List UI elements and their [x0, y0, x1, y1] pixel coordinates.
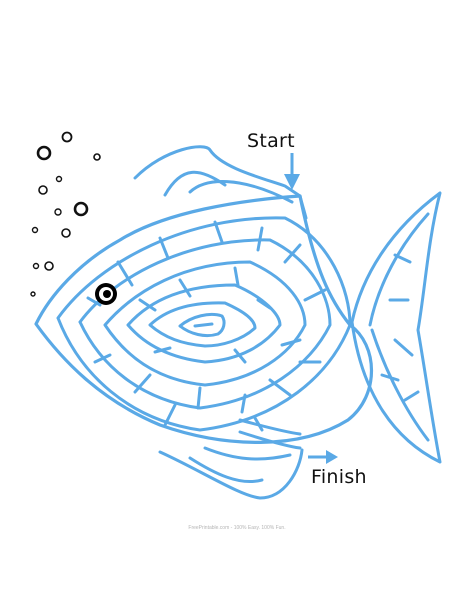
finish-label: Finish [311, 466, 367, 488]
footer-credit: FreePrintable.com - 100% Easy. 100% Fun. [188, 525, 286, 531]
bubble [36, 145, 52, 161]
ventral-fin [158, 446, 304, 500]
ring-4 [126, 283, 282, 364]
body-outline [34, 194, 374, 444]
tail-fin [350, 191, 442, 464]
arrow-down-icon [284, 153, 300, 190]
start-label: Start [247, 130, 295, 152]
finish-channel [238, 418, 302, 450]
ring-5 [148, 301, 257, 348]
bubble [38, 185, 48, 195]
bubble [44, 261, 54, 271]
center-notch [193, 322, 214, 328]
ring-2 [78, 238, 332, 410]
arrow-right-icon [308, 450, 338, 464]
bubble [54, 208, 62, 216]
bubble [61, 228, 71, 238]
bubble [93, 153, 101, 161]
bubble [31, 226, 39, 234]
ring-3 [103, 260, 307, 387]
bubble [61, 131, 73, 143]
bubble [32, 262, 40, 270]
bubble [30, 291, 36, 297]
ring-center [178, 312, 226, 338]
bubbles [30, 131, 101, 297]
bubble [55, 175, 63, 183]
start-channel [298, 194, 308, 220]
bubble [73, 201, 89, 217]
dorsal-fin [133, 145, 302, 204]
ring-1 [56, 216, 352, 432]
fish-eye-icon [95, 283, 117, 305]
maze-walls [34, 145, 442, 500]
